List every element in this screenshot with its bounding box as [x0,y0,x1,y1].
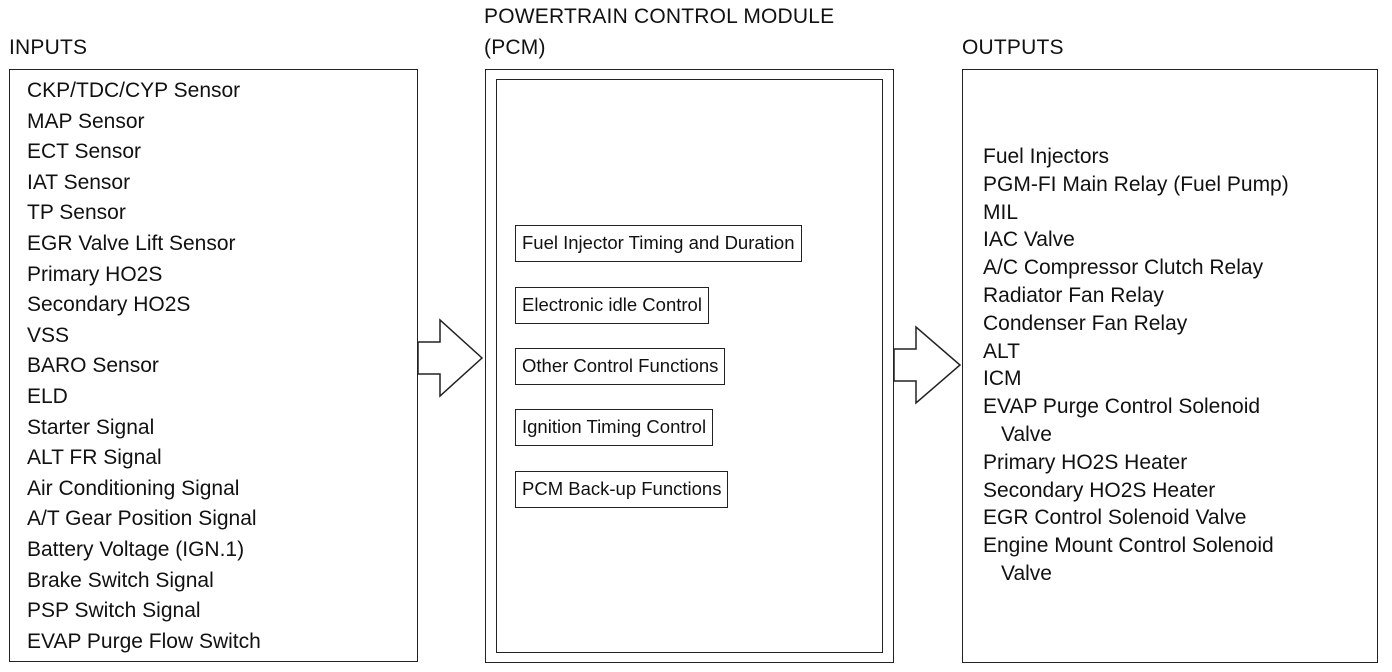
output-item: PGM-FI Main Relay (Fuel Pump) [983,172,1289,196]
output-item: Condenser Fan Relay [983,311,1188,335]
outputs-list: Fuel Injectors PGM-FI Main Relay (Fuel P… [983,143,1289,588]
output-item: EGR Control Solenoid Valve [983,506,1247,530]
input-item: IAT Sensor [27,170,131,194]
pcm-to-outputs-arrow-icon [893,325,962,405]
input-item: ALT FR Signal [27,446,162,470]
pcm-function-fuel-injector: Fuel Injector Timing and Duration [515,225,802,262]
outputs-box [962,69,1378,663]
inputs-list: CKP/TDC/CYP Sensor MAP Sensor ECT Sensor… [27,76,261,657]
input-item: Brake Switch Signal [27,568,214,592]
output-item: Engine Mount Control Solenoid [983,534,1274,558]
pcm-function-backup: PCM Back-up Functions [515,471,729,508]
input-item: ELD [27,384,68,408]
output-item: Primary HO2S Heater [983,450,1188,474]
input-item: Battery Voltage (IGN.1) [27,537,245,561]
pcm-function-other: Other Control Functions [515,348,726,385]
output-item: A/C Compressor Clutch Relay [983,256,1264,280]
input-item: A/T Gear Position Signal [27,507,257,531]
input-item: EVAP Purge Flow Switch [27,629,261,653]
input-item: VSS [27,323,70,347]
output-item: EVAP Purge Control Solenoid [983,395,1261,419]
inputs-heading: INPUTS [9,36,88,59]
output-item: MIL [983,200,1019,224]
input-item: Air Conditioning Signal [27,476,240,500]
input-item: Starter Signal [27,415,155,439]
input-item: MAP Sensor [27,109,145,133]
pcm-heading-line1: POWERTRAIN CONTROL MODULE [484,5,835,28]
input-item: PSP Switch Signal [27,599,201,623]
pcm-heading-line2: (PCM) [484,36,546,59]
output-item: Radiator Fan Relay [983,283,1164,307]
output-item: ICM [983,367,1022,391]
pcm-function-idle-control: Electronic idle Control [515,287,709,324]
input-item: TP Sensor [27,201,126,225]
outputs-heading: OUTPUTS [962,36,1064,59]
inputs-to-pcm-arrow-icon [417,318,484,398]
output-item: Fuel Injectors [983,145,1110,168]
pcm-inner-box [496,79,883,653]
input-item: CKP/TDC/CYP Sensor [27,79,241,102]
input-item: BARO Sensor [27,354,159,378]
input-item: Primary HO2S [27,262,163,286]
output-item: IAC Valve [983,228,1075,252]
output-item-continued: Valve [1001,561,1052,585]
output-item: Secondary HO2S Heater [983,478,1216,502]
input-item: ECT Sensor [27,140,141,164]
output-item-continued: Valve [1001,422,1052,446]
pcm-function-ignition-timing: Ignition Timing Control [515,409,714,446]
input-item: EGR Valve Lift Sensor [27,231,236,255]
output-item: ALT [983,339,1020,363]
input-item: Secondary HO2S [27,293,191,317]
